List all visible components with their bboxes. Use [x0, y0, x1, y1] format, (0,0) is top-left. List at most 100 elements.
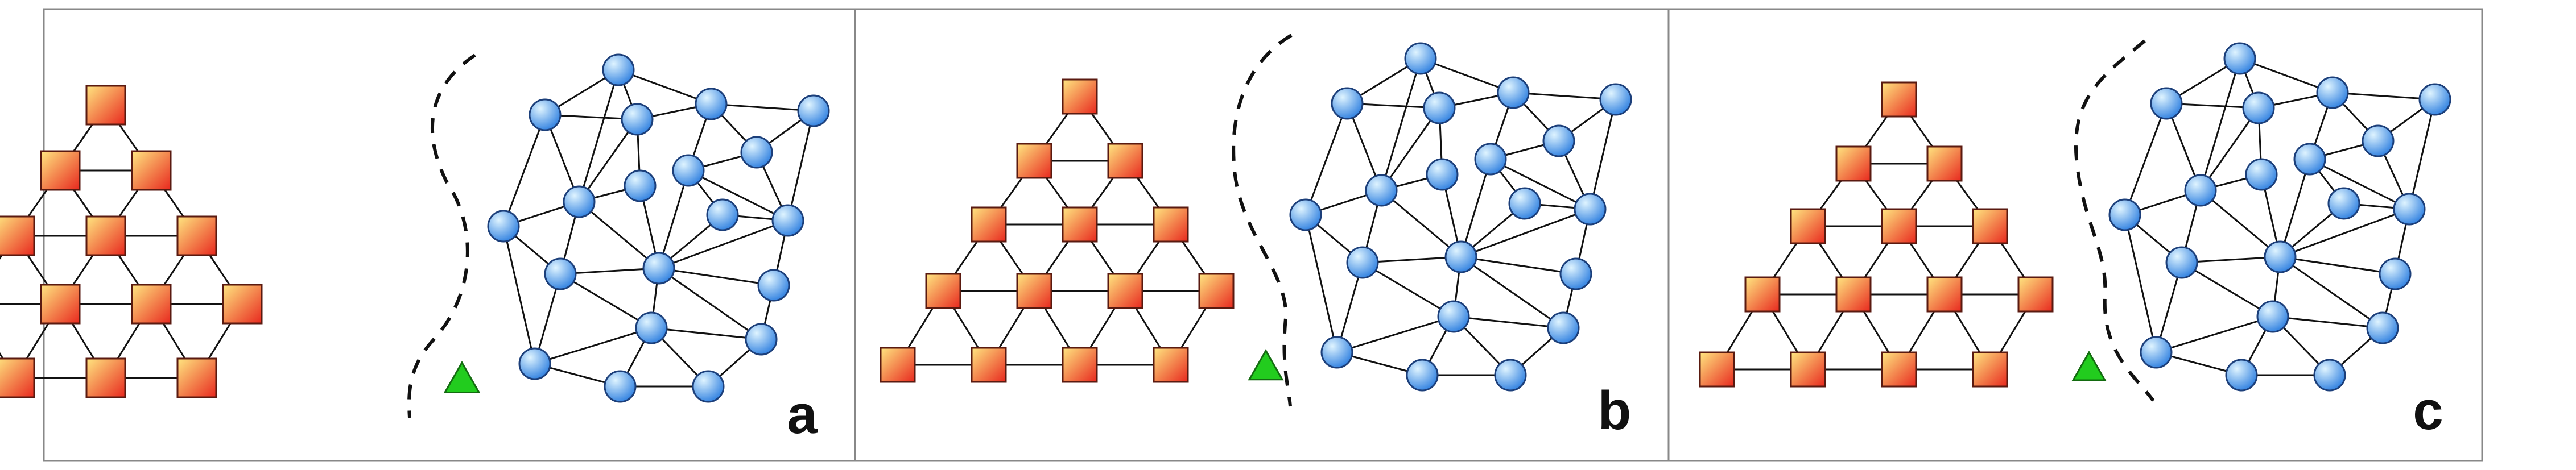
sphere-node: [2108, 198, 2141, 231]
square-node: [971, 347, 1007, 383]
sphere-node: [1437, 300, 1470, 333]
square-node: [1790, 208, 1826, 244]
square-node: [1153, 347, 1189, 383]
square-node: [1062, 347, 1098, 383]
square-node: [40, 284, 81, 325]
network-edge: [651, 327, 762, 340]
sphere-node: [692, 370, 725, 403]
network-edge: [2272, 315, 2383, 329]
sphere-node: [706, 198, 739, 231]
network-edge: [2124, 103, 2168, 215]
square-node: [0, 215, 35, 256]
network-edge: [1304, 214, 1338, 353]
sphere-node: [487, 210, 520, 243]
square-node: [222, 284, 263, 325]
panel-frame-c: [1667, 8, 2483, 462]
square-node: [1972, 351, 2008, 388]
sphere-node: [2316, 76, 2349, 109]
network-edge: [2309, 158, 2410, 210]
square-node: [131, 150, 172, 191]
sphere-node: [740, 136, 773, 169]
sphere-node: [2245, 158, 2278, 191]
network-edge: [658, 267, 762, 340]
sphere-node: [1289, 198, 1322, 231]
sphere-node: [518, 347, 551, 380]
sphere-node: [2184, 174, 2217, 207]
sphere-node: [2379, 257, 2412, 290]
square-node: [176, 357, 217, 398]
square-node: [1835, 145, 1872, 182]
sphere-node: [2393, 193, 2426, 226]
network-edge: [1381, 189, 1462, 258]
sphere-node: [672, 154, 705, 187]
sphere-node: [1542, 124, 1575, 157]
square-node: [131, 284, 172, 325]
sphere-node: [1559, 257, 1592, 290]
network-edge: [534, 327, 652, 365]
square-node: [176, 215, 217, 256]
network-edge: [2280, 256, 2383, 329]
network-edge: [1380, 107, 1440, 191]
sphere-node: [797, 94, 830, 127]
sphere-node: [1423, 91, 1456, 124]
sphere-node: [635, 311, 668, 344]
sphere-node: [1474, 143, 1507, 176]
network-edge: [1589, 99, 1617, 210]
sphere-node: [1426, 158, 1459, 191]
network-edge: [1513, 91, 1616, 101]
square-node: [1790, 351, 1826, 388]
network-edge: [1460, 256, 1564, 329]
sphere-node: [2140, 336, 2173, 369]
sphere-node: [1404, 42, 1437, 75]
panel-label-b: b: [1598, 380, 1632, 441]
network-edge: [2181, 261, 2273, 318]
square-node: [971, 206, 1007, 243]
sphere-node: [1346, 246, 1379, 279]
network-edge: [2280, 208, 2410, 258]
panel-label-c: c: [2413, 380, 2443, 441]
network-edge: [1460, 256, 1576, 275]
square-node: [1107, 273, 1143, 309]
triangle-marker: [2071, 350, 2107, 381]
panel-label-a: a: [787, 384, 818, 445]
square-node: [1926, 276, 1963, 313]
square-node: [2017, 276, 2054, 313]
square-node: [880, 347, 916, 383]
sphere-node: [1365, 174, 1398, 207]
sphere-node: [2418, 83, 2451, 116]
network-edge: [1380, 58, 1422, 191]
sphere-node: [2225, 359, 2258, 392]
sphere-node: [2264, 240, 2297, 273]
network-edge: [579, 201, 659, 269]
square-node: [1881, 208, 1917, 244]
sphere-node: [529, 98, 562, 131]
sphere-node: [2366, 311, 2399, 344]
network-edge: [1460, 159, 1492, 257]
sphere-node: [604, 370, 637, 403]
sphere-node: [745, 323, 778, 356]
sphere-node: [642, 252, 675, 285]
sphere-node: [602, 53, 635, 86]
sphere-node: [2256, 300, 2289, 333]
sphere-node: [1599, 83, 1632, 116]
network-edge: [578, 119, 638, 202]
square-node: [85, 85, 126, 126]
square-node: [1926, 145, 1963, 182]
boundary-curve: [2074, 39, 2155, 402]
panel-b: b: [880, 34, 1632, 441]
panel-c: c: [1699, 39, 2451, 441]
network-edge: [688, 169, 789, 222]
network-edge: [1362, 261, 1454, 318]
square-node: [40, 150, 81, 191]
sphere-node: [2150, 87, 2183, 120]
network-edge: [2200, 189, 2281, 258]
network-edge: [560, 273, 652, 329]
network-edge: [2199, 107, 2260, 191]
sphere-node: [757, 269, 790, 302]
sphere-node: [1547, 311, 1580, 344]
boundary-curve: [1232, 34, 1293, 407]
square-node: [85, 215, 126, 256]
sphere-node: [1494, 359, 1527, 392]
square-node: [1016, 143, 1052, 179]
sphere-node: [695, 88, 728, 120]
